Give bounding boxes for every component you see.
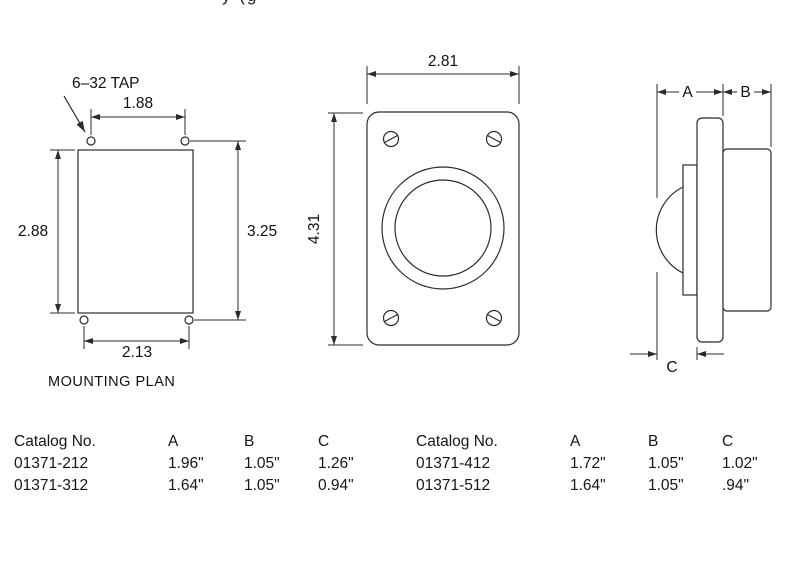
- table-cell: 1.05": [648, 455, 684, 472]
- clipped-top-text: y (g: [222, 0, 352, 7]
- table-cell: 1.64": [168, 477, 204, 494]
- dim-a-b-group: [656, 84, 772, 198]
- side-dim-b-label: B: [740, 84, 750, 101]
- table-cell: 1.02": [722, 455, 758, 472]
- table-cell: 0.94": [318, 477, 354, 494]
- dim-bottom-group: [83, 326, 190, 349]
- front-plate-outline: [366, 111, 520, 346]
- mounting-hole-top-right: [180, 136, 190, 146]
- table-header-cell: A: [168, 433, 179, 450]
- table-header-cell: Catalog No.: [416, 433, 498, 450]
- screw-slot: [384, 313, 398, 323]
- dim-bottom-label: 2.13: [122, 344, 152, 361]
- table-cell: .94": [722, 477, 750, 494]
- table-header-cell: Catalog No.: [14, 433, 96, 450]
- screw-slot: [487, 313, 501, 323]
- catalog-table-left: Catalog No. A B C 01371-212 1.96" 1.05" …: [14, 431, 398, 497]
- dim-left-label: 2.88: [18, 223, 48, 240]
- side-view: [630, 84, 772, 360]
- connector-flange: [696, 117, 724, 343]
- screw-top-left: [382, 130, 400, 148]
- catalog-table-right: Catalog No. A B C 01371-412 1.72" 1.05" …: [416, 431, 798, 497]
- dim-width-group: [366, 66, 520, 104]
- catalog-table: Catalog No. A B C 01371-212 1.96" 1.05" …: [0, 431, 800, 551]
- table-cell: 1.05": [244, 455, 280, 472]
- screw-slot: [487, 134, 501, 144]
- dim-top-group: [90, 109, 186, 135]
- table-cell: 1.26": [318, 455, 354, 472]
- screw-bottom-right: [485, 309, 503, 327]
- front-height-label: 4.31: [306, 214, 323, 244]
- connector-body: [722, 148, 772, 312]
- connector-dome: [655, 186, 684, 274]
- tap-label: 6–32 TAP: [72, 75, 140, 92]
- clipped-top-text-fragment: y (g: [222, 0, 352, 6]
- table-header-cell: C: [722, 433, 734, 450]
- front-width-label: 2.81: [428, 53, 458, 70]
- mounting-plan-caption: MOUNTING PLAN: [48, 374, 175, 390]
- mounting-hole-bottom-left: [79, 315, 89, 325]
- table-header-cell: C: [318, 433, 330, 450]
- connector-front-collar: [682, 164, 698, 296]
- mounting-plan-view: [50, 95, 246, 349]
- screw-bottom-left: [382, 309, 400, 327]
- dim-height-group: [328, 112, 363, 346]
- mounting-hole-bottom-right: [184, 315, 194, 325]
- table-cell: 01371-412: [416, 455, 491, 472]
- connector-inner-ring: [394, 179, 492, 277]
- table-cell: 1.05": [648, 477, 684, 494]
- table-header-cell: A: [570, 433, 581, 450]
- table-header-cell: B: [244, 433, 255, 450]
- table-cell: 1.64": [570, 477, 606, 494]
- table-cell: 01371-512: [416, 477, 491, 494]
- dimension-drawing: 6–32 TAP 1.88 2.88 3.25 2.13 MOUNTING PL…: [18, 53, 772, 390]
- side-dim-c-label: C: [666, 359, 677, 376]
- screw-top-right: [485, 130, 503, 148]
- dim-right-group: [190, 140, 246, 321]
- side-dim-a-label: A: [682, 84, 693, 101]
- connector-outer-ring: [381, 166, 505, 290]
- dim-c-group: [630, 272, 724, 360]
- table-cell: 01371-312: [14, 477, 89, 494]
- table-cell: 1.72": [570, 455, 606, 472]
- mounting-hole-top-left: [86, 136, 96, 146]
- table-cell: 1.05": [244, 477, 280, 494]
- tap-leader-line: [63, 95, 86, 133]
- table-cell: 01371-212: [14, 455, 89, 472]
- table-header-cell: B: [648, 433, 659, 450]
- screw-slot: [384, 134, 398, 144]
- mounting-plate-outline: [77, 149, 194, 314]
- dim-top-label: 1.88: [123, 95, 153, 112]
- dim-left-group: [50, 149, 75, 314]
- front-view: [328, 66, 520, 346]
- dim-right-label: 3.25: [247, 223, 277, 240]
- table-cell: 1.96": [168, 455, 204, 472]
